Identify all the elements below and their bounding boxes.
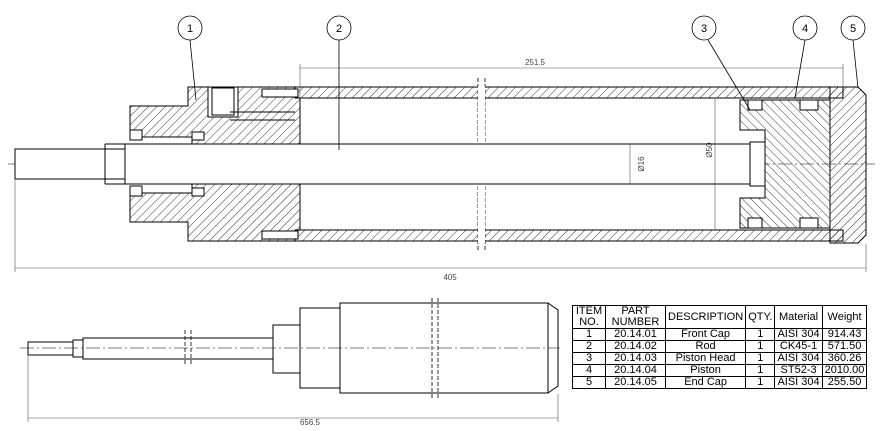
bom-cell: 571.50 — [821, 340, 868, 353]
table-row: 3 20.14.03 Piston Head 1 AISI 304 360.26 — [572, 352, 868, 365]
bom-cell: 20.14.05 — [605, 376, 666, 389]
bom-header-material: Material — [774, 305, 823, 329]
dim-cylinder-length: 251.5 — [525, 58, 546, 67]
balloons — [177, 15, 866, 150]
extended-view — [20, 298, 560, 422]
bom-cell: 1 — [572, 328, 606, 341]
bom-cell: 1 — [745, 328, 776, 341]
rod-shaft — [124, 143, 766, 185]
bom-cell: AISI 304 — [774, 352, 823, 365]
bom-cell: 1 — [745, 352, 776, 365]
table-row: 1 20.14.01 Front Cap 1 AISI 304 914.43 — [572, 328, 868, 341]
ext-rod-end — [27, 341, 74, 356]
dimension-lines — [14, 64, 867, 272]
end-cap — [829, 86, 867, 244]
balloon-4-label: 4 — [802, 23, 808, 35]
bom-cell: 5 — [572, 376, 606, 389]
bom-cell: 2010.00 — [821, 364, 868, 377]
dim-bore-diameter: Ø50 — [705, 142, 714, 158]
barrel-bottom-wall — [294, 229, 844, 242]
table-row: 5 20.14.05 End Cap 1 AISI 304 255.50 — [572, 376, 868, 389]
bom-header-item: ITEM NO. — [572, 305, 606, 329]
balloon-2-label: 2 — [336, 23, 342, 35]
bom-cell: AISI 304 — [774, 376, 823, 389]
barrel-top-wall — [294, 86, 844, 99]
balloon-4 — [792, 15, 818, 41]
bom-cell: 20.14.02 — [605, 340, 666, 353]
bom-cell: CK45-1 — [774, 340, 823, 353]
bom-cell: 255.50 — [821, 376, 868, 389]
bom-cell: Piston — [664, 364, 747, 377]
balloon-2 — [326, 15, 352, 41]
bom-cell: Rod — [664, 340, 747, 353]
bom-cell: ST52-3 — [774, 364, 823, 377]
bom-cell: 2 — [572, 340, 606, 353]
balloon-3 — [691, 15, 717, 41]
bom-cell: 20.14.04 — [605, 364, 666, 377]
bom-header-weight: Weight — [821, 305, 868, 329]
bom-cell: 1 — [745, 376, 776, 389]
section-view — [8, 64, 875, 272]
bom-cell: AISI 304 — [774, 328, 823, 341]
ext-barrel — [339, 302, 549, 394]
bom-cell: Front Cap — [664, 328, 747, 341]
table-row: 2 20.14.02 Rod 1 CK45-1 571.50 — [572, 340, 868, 353]
table-row: 4 20.14.04 Piston 1 ST52-3 2010.00 — [572, 364, 868, 377]
bom-cell: 4 — [572, 364, 606, 377]
bom-cell: 20.14.01 — [605, 328, 666, 341]
bill-of-materials-table: ITEM NO. PART NUMBER DESCRIPTION QTY. Ma… — [572, 305, 868, 389]
balloon-5 — [840, 15, 866, 41]
dim-overall-length: 405 — [443, 273, 457, 282]
bom-header-row: ITEM NO. PART NUMBER DESCRIPTION QTY. Ma… — [572, 305, 868, 329]
dim-rod-diameter: Ø16 — [637, 156, 646, 172]
rod-end — [14, 148, 126, 180]
bom-cell: 914.43 — [821, 328, 868, 341]
balloon-3-label: 3 — [701, 23, 707, 35]
balloon-1 — [177, 15, 203, 41]
bom-cell: 3 — [572, 352, 606, 365]
bom-cell: 1 — [745, 340, 776, 353]
bom-cell: End Cap — [664, 376, 747, 389]
dim-extended-length: 656.5 — [300, 418, 321, 427]
ext-front-cap — [272, 324, 301, 374]
bom-header-qty: QTY. — [745, 305, 776, 329]
bom-cell: 20.14.03 — [605, 352, 666, 365]
bom-header-description: DESCRIPTION — [664, 305, 747, 329]
ext-rod — [82, 337, 274, 360]
bom-cell: Piston Head — [664, 352, 747, 365]
bom-cell: 1 — [745, 364, 776, 377]
bom-header-part: PART NUMBER — [605, 305, 666, 329]
balloon-1-label: 1 — [187, 23, 193, 35]
balloon-5-label: 5 — [850, 23, 856, 35]
bom-cell: 360.26 — [821, 352, 868, 365]
